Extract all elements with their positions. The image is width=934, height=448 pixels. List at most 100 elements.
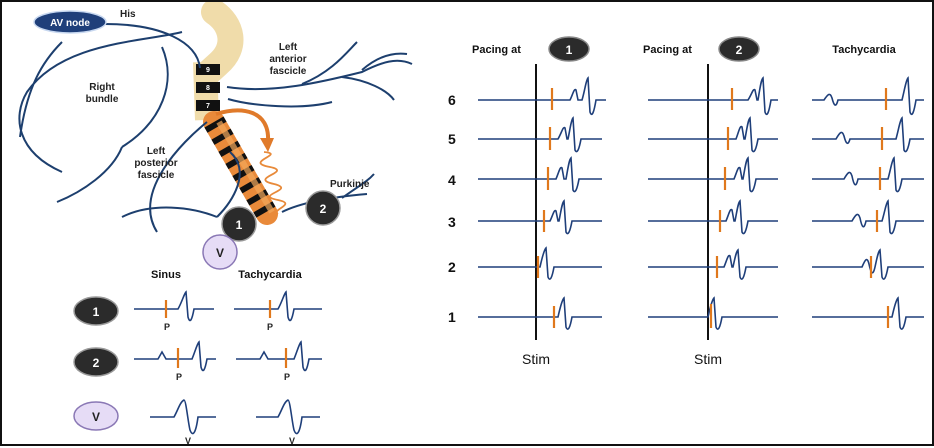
reentry-arrowhead (260, 138, 274, 152)
egm-sinus-row1-p: P (164, 322, 170, 332)
site-1-label: 1 (236, 218, 243, 232)
tachy-row2-trace (812, 248, 924, 280)
right-bundle-branch-3 (56, 146, 123, 203)
p1-row6-trace (478, 76, 606, 116)
pacing-1-traces (478, 76, 606, 330)
anterior-fascicle-fiber (226, 59, 413, 91)
pacing-2-traces (648, 76, 778, 330)
pacing-2-header-text: Pacing at (643, 44, 692, 56)
posterior-fiber (149, 121, 208, 233)
egm-col-sinus: Sinus (151, 269, 181, 281)
tachy-row3-trace (812, 199, 924, 235)
egm-row-2-label: 2 (93, 356, 100, 370)
right-bundle-label-1: Right (89, 82, 115, 93)
slow-conduction-path (259, 151, 287, 215)
left-anterior-label-1: Left (279, 42, 298, 53)
anterior-fascicle-branch-2 (341, 76, 395, 101)
his-segment-7 (196, 100, 220, 111)
p1-row1-trace (478, 296, 602, 330)
p1-row5-trace (478, 116, 602, 153)
his-segment-7-label: 7 (206, 103, 210, 110)
site-2-badge (305, 190, 341, 226)
site-1-badge (221, 206, 257, 242)
reentry-arrow (215, 108, 271, 143)
egm-sinus-row2-p: P (176, 372, 182, 382)
p2-row2-trace (648, 248, 778, 280)
av-node-shape (33, 10, 107, 34)
p2-row4-trace (648, 156, 778, 193)
anterior-fascicle-branch-3 (361, 52, 408, 71)
av-node-label: AV node (50, 18, 90, 29)
egm-row-v-badge (73, 401, 119, 431)
left-anterior-label-3: fascicle (270, 66, 307, 77)
egm-row-1-badge (73, 296, 119, 326)
anterior-fascicle-lower (227, 98, 333, 108)
purkinje-label: Purkinje (330, 179, 370, 190)
site-2-label: 2 (320, 202, 327, 216)
pacing-row-1-label: 1 (448, 309, 456, 325)
left-posterior-label-1: Left (147, 146, 166, 157)
tachy-row6-trace (812, 76, 924, 116)
his-segment-8-label: 8 (206, 85, 210, 92)
his-segment-9-label: 9 (206, 67, 210, 74)
egm-sinus-rowv-trace (150, 399, 216, 435)
egm-sinus-rowv-label: V (185, 436, 191, 446)
pacing-panels: Pacing at 1 Pacing at 2 Tachycardia 6 5 … (448, 36, 924, 367)
his-bundle (194, 2, 244, 87)
p2-row5-trace (648, 116, 778, 153)
egm-row-v-label: V (92, 410, 100, 424)
his-segment-9 (196, 64, 220, 75)
his-fiber (104, 23, 201, 69)
tachy-row4-trace (812, 156, 924, 193)
his-label: His (120, 9, 136, 20)
pacing-row-3-label: 3 (448, 214, 456, 230)
p1-row2-trace (478, 246, 602, 280)
pacing-2-site-label: 2 (736, 43, 743, 57)
posterior-fascicle-stripes (204, 116, 277, 220)
egm-table: Sinus Tachycardia 1 2 V P P P P V V (73, 269, 322, 446)
tachy-row5-trace (812, 116, 924, 153)
left-posterior-label-3: fascicle (138, 170, 175, 181)
p2-row3-trace (648, 199, 778, 235)
p1-row4-trace (478, 156, 602, 193)
posterior-fascicle-highlight (216, 120, 275, 214)
right-bundle-branch-2 (121, 46, 169, 148)
egm-tachy-row2-p: P (284, 372, 290, 382)
p2-row6-trace (648, 76, 778, 116)
tachycardia-traces (812, 76, 924, 330)
egm-col-tachycardia: Tachycardia (238, 269, 302, 281)
pacing-1-site-badge (548, 36, 590, 62)
p2-row1-trace (648, 296, 778, 330)
left-posterior-label-2: posterior (134, 158, 177, 169)
tachycardia-header: Tachycardia (832, 44, 896, 56)
p1-row3-trace (478, 199, 602, 235)
egm-tachy-rowv-trace (256, 399, 320, 435)
purkinje-fiber-2 (341, 173, 375, 199)
pacing-2-site-badge (718, 36, 760, 62)
egm-row-2-badge (73, 347, 119, 377)
pacing-row-2-label: 2 (448, 259, 456, 275)
egm-sinus-row2-trace (134, 340, 216, 372)
egm-tachy-row2-trace (236, 340, 322, 372)
site-v-badge (202, 234, 238, 270)
right-bundle-branch (19, 41, 63, 138)
stim-label-1: Stim (522, 351, 550, 367)
pacing-1-header-text: Pacing at (472, 44, 521, 56)
right-bundle-fiber (18, 31, 183, 173)
conduction-diagram: 9 8 7 AV node His Right (18, 2, 413, 270)
egm-sinus-row1-trace (134, 290, 214, 322)
tachy-row1-trace (812, 296, 924, 330)
anterior-fascicle-branch (301, 41, 358, 85)
egm-row-1-label: 1 (93, 305, 100, 319)
egm-tachy-row1-trace (234, 290, 322, 322)
right-bundle-label-2: bundle (86, 94, 119, 105)
site-v-label: V (216, 246, 224, 260)
left-anterior-label-2: anterior (269, 54, 306, 65)
pacing-row-4-label: 4 (448, 172, 456, 188)
his-segment-8 (196, 82, 220, 93)
pacing-1-site-label: 1 (566, 43, 573, 57)
pacing-row-6-label: 6 (448, 92, 456, 108)
stim-label-2: Stim (694, 351, 722, 367)
